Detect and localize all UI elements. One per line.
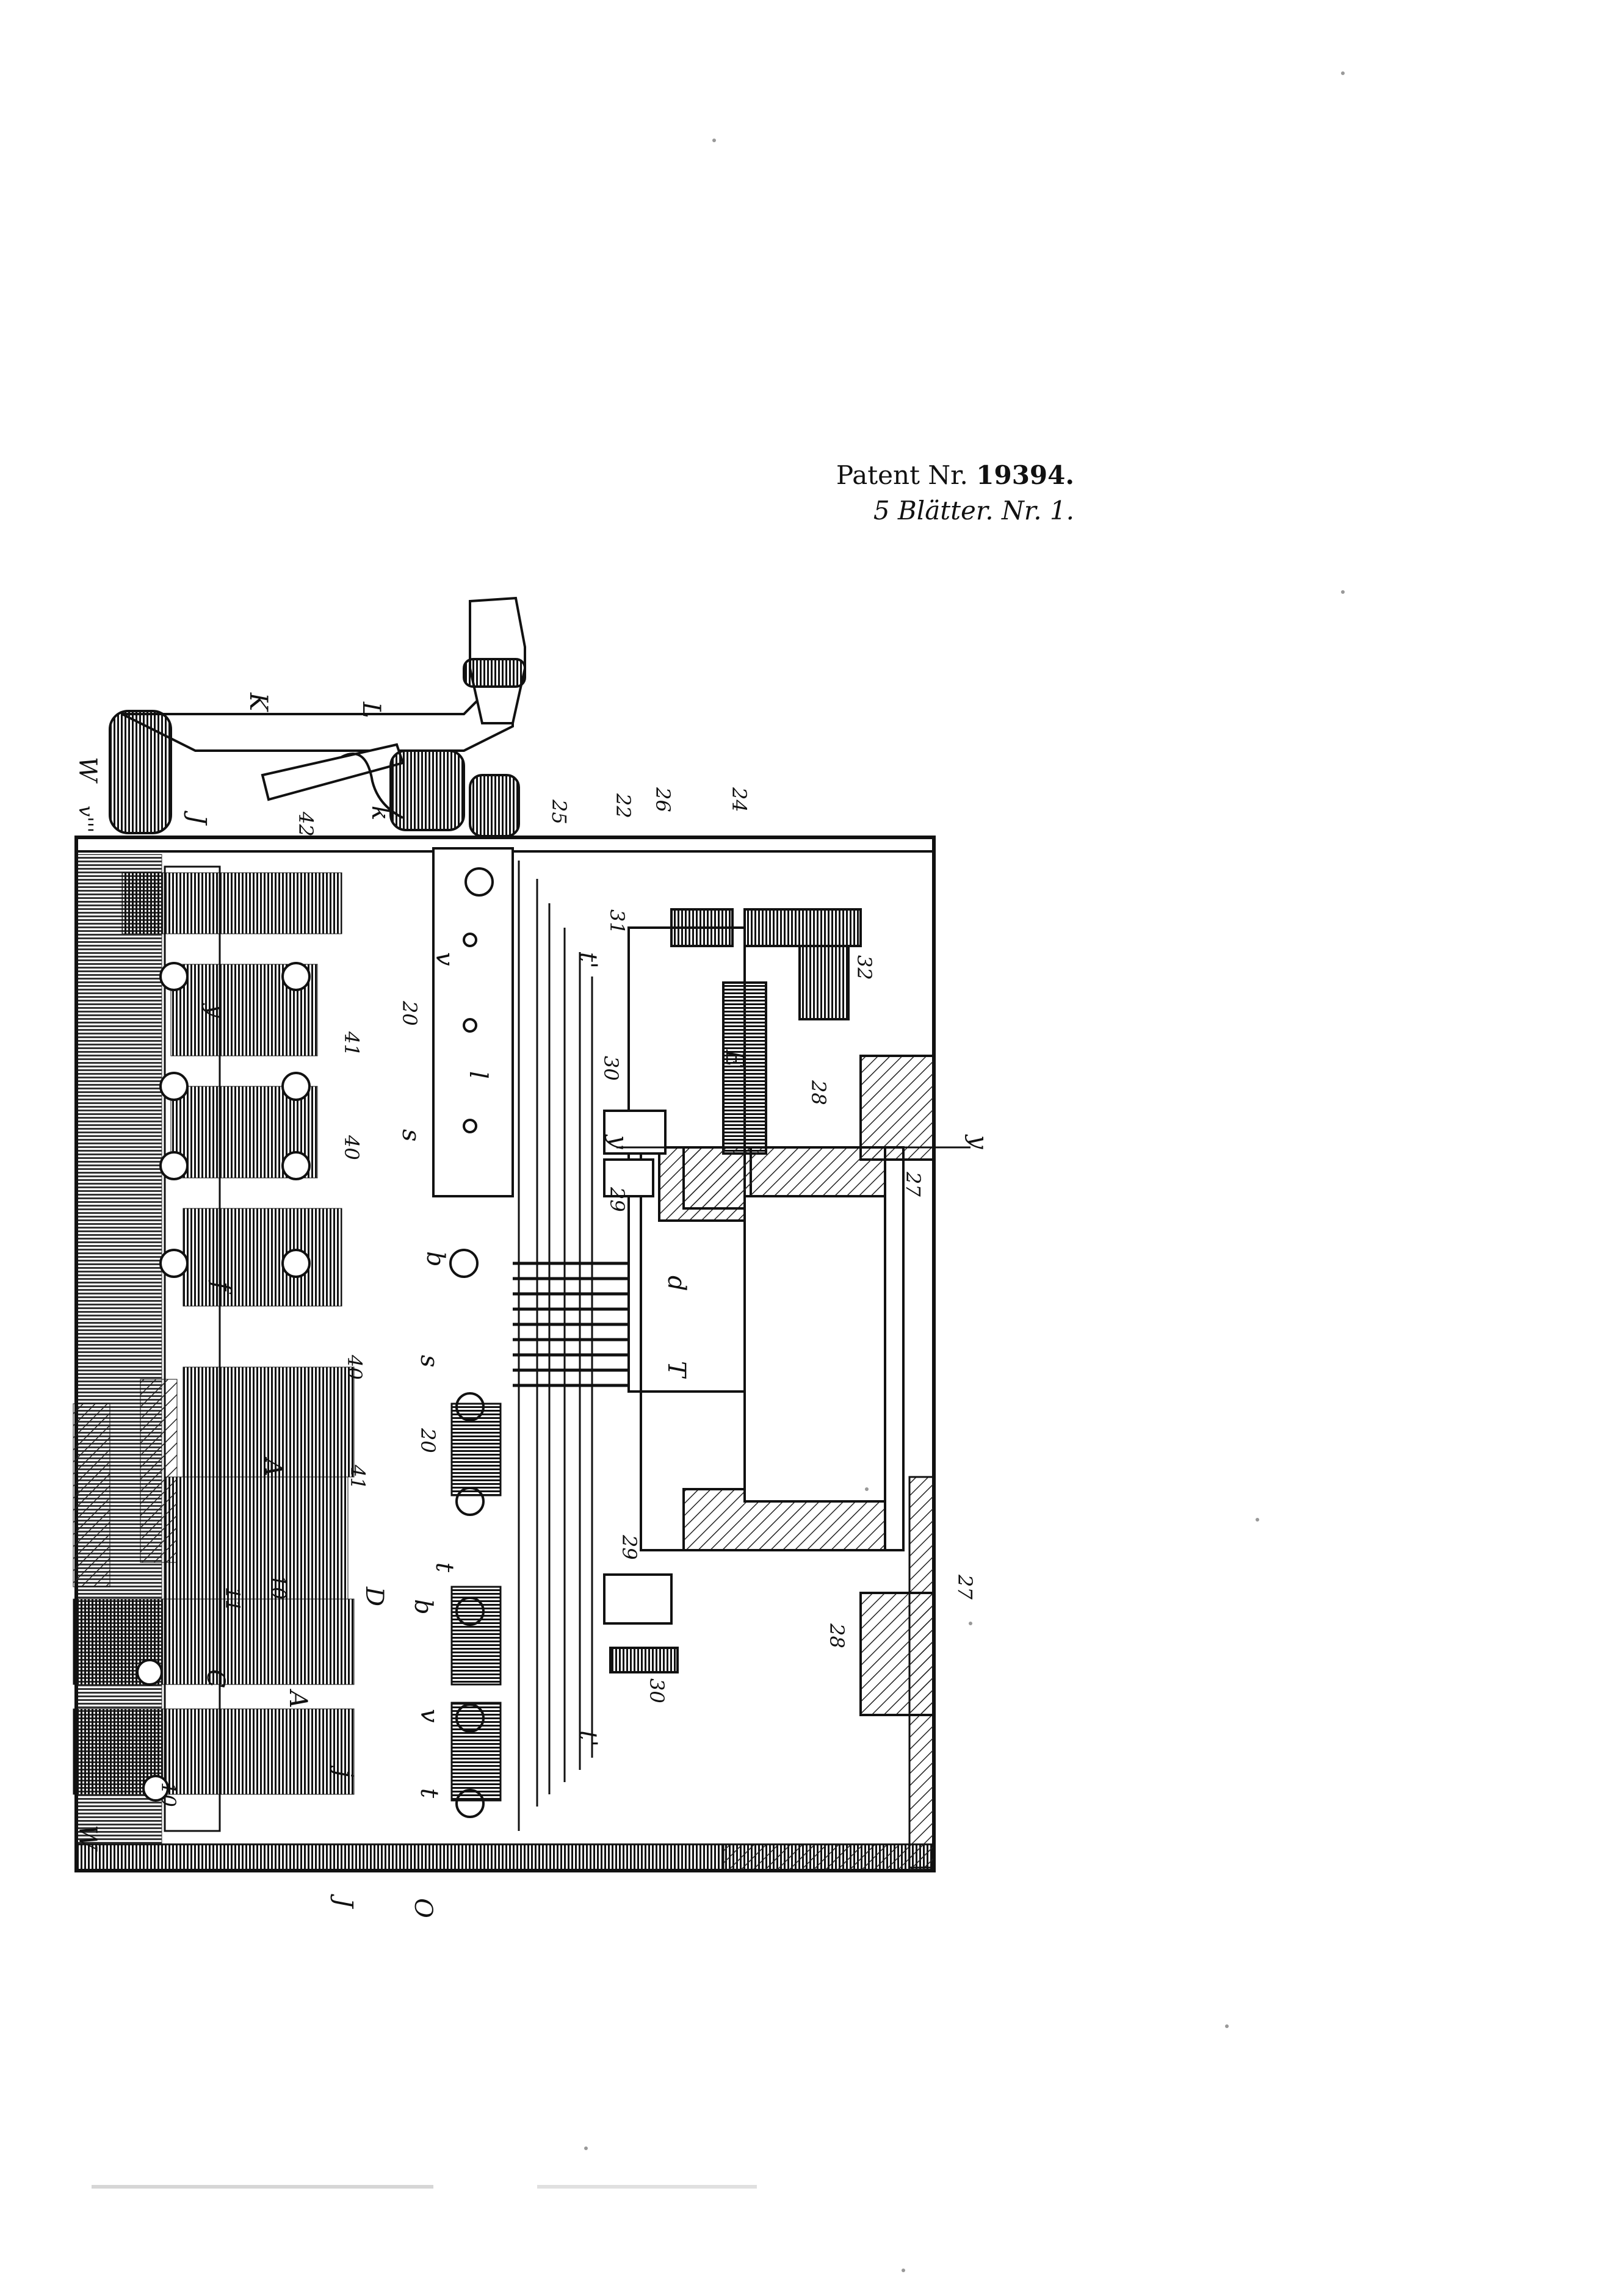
- paper-specks: [92, 71, 1345, 2272]
- patent-number-line: Patent Nr. 19394.: [732, 458, 1074, 493]
- label-y1: y: [201, 1003, 230, 1019]
- label-O: O: [409, 1898, 437, 1918]
- label-29-bot: 29: [618, 1534, 641, 1560]
- label-E: E: [720, 1049, 748, 1067]
- label-J-top: J: [183, 810, 211, 826]
- label-41-top: 41: [340, 1031, 363, 1056]
- label-t-mid: t: [430, 1562, 458, 1573]
- label-v-mid: v: [430, 952, 458, 966]
- label-y-axis: y: [604, 1134, 632, 1150]
- label-t1-bot: t': [574, 1730, 602, 1747]
- label-24: 24: [728, 787, 751, 812]
- carriage-E: [603, 908, 935, 1716]
- label-22: 22: [612, 793, 635, 818]
- label-27-bot: 27: [953, 1574, 977, 1600]
- label-W-bot: W: [73, 1825, 101, 1852]
- label-K: K: [244, 692, 272, 712]
- machine-frame: [74, 836, 936, 1872]
- patent-number: 19394.: [976, 460, 1074, 490]
- label-27-top: 27: [902, 1171, 925, 1197]
- label-11: 11: [221, 1587, 244, 1612]
- label-C: C: [201, 1669, 230, 1688]
- lever-assembly: [109, 596, 526, 837]
- label-A-mid: A: [259, 1456, 287, 1476]
- label-A-bot: A: [284, 1688, 312, 1708]
- label-k: k: [366, 806, 394, 820]
- label-10-top: 10: [267, 1575, 290, 1600]
- label-t1-top: t': [574, 952, 602, 969]
- drawing-labels: K L W v''' J 42 k 25 22 26 24 31 t' 32 v…: [73, 692, 992, 1918]
- label-b-top: b: [421, 1251, 449, 1267]
- label-s-mid: s: [415, 1355, 443, 1368]
- label-30-bot: 30: [645, 1678, 668, 1703]
- label-30-top: 30: [599, 1056, 623, 1081]
- label-25: 25: [548, 799, 571, 825]
- patent-prefix: Patent Nr.: [836, 460, 968, 490]
- label-28-top: 28: [807, 1080, 830, 1105]
- label-32: 32: [853, 955, 876, 980]
- label-20-mid: 20: [416, 1428, 439, 1453]
- label-t-bot: t: [415, 1788, 443, 1799]
- label-42: 42: [294, 811, 317, 837]
- label-10-bot: 10: [157, 1782, 180, 1807]
- label-31: 31: [605, 909, 629, 934]
- label-29-top: 29: [605, 1186, 629, 1212]
- label-T: T: [662, 1361, 690, 1379]
- label-L: L: [357, 701, 385, 718]
- label-J-bot: J: [330, 1894, 358, 1909]
- label-26: 26: [651, 787, 674, 812]
- sheet-info: 5 Blätter. Nr. 1.: [873, 496, 1074, 525]
- label-v-top: v''': [74, 806, 98, 832]
- patent-header: Patent Nr. 19394. 5 Blätter. Nr. 1.: [732, 458, 1074, 529]
- gear-train-left: [73, 854, 355, 1844]
- label-v-bot: v: [415, 1709, 443, 1723]
- label-W-top: W: [73, 757, 101, 784]
- label-y2: y: [964, 1134, 992, 1150]
- comb-and-rods: [450, 861, 629, 1831]
- label-D: D: [360, 1586, 388, 1606]
- label-40-mid: 40: [343, 1354, 366, 1380]
- label-l: l: [464, 1071, 492, 1079]
- label-28-bot: 28: [825, 1623, 848, 1648]
- label-d: d: [662, 1276, 690, 1291]
- label-41-mid: 41: [346, 1464, 369, 1490]
- label-s-top: s: [397, 1129, 425, 1142]
- label-40-top: 40: [340, 1135, 363, 1160]
- label-b-bot: b: [409, 1599, 437, 1615]
- label-20-top: 20: [398, 1000, 421, 1026]
